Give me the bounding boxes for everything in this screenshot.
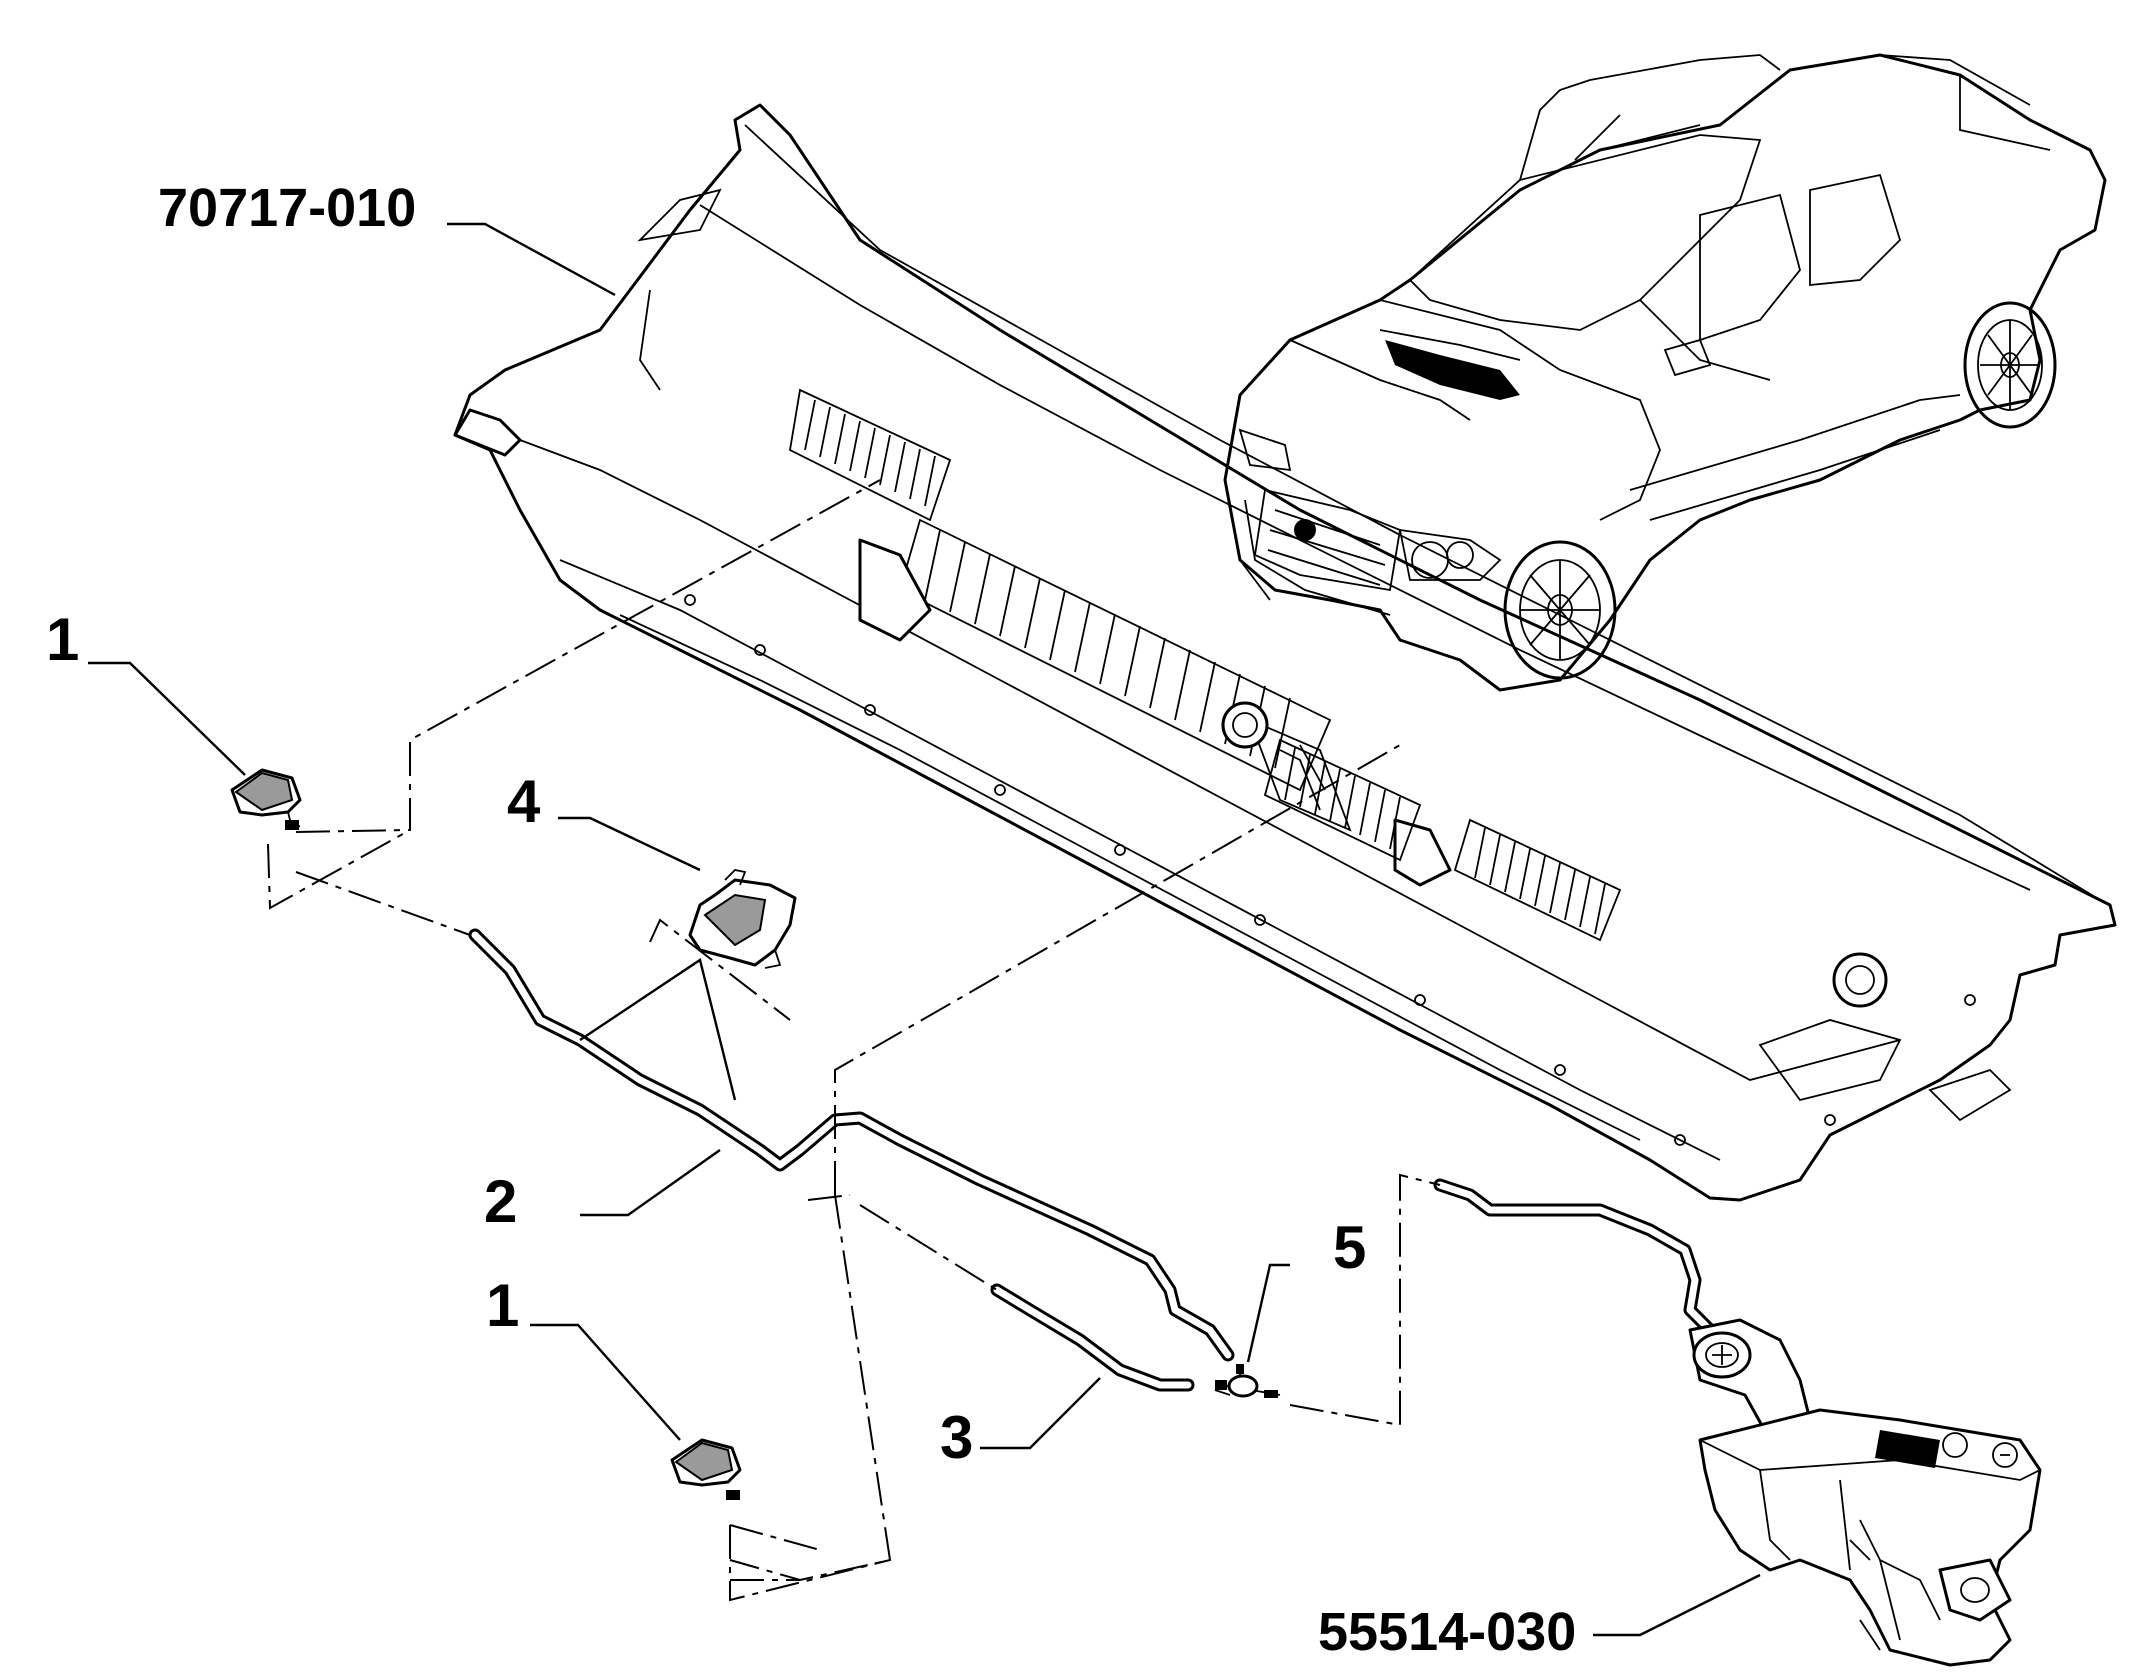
right-grille bbox=[1263, 738, 1622, 942]
label-nozzle-right: 1 bbox=[486, 1272, 519, 1339]
hose-clip bbox=[688, 869, 797, 969]
label-cowl-panel: 70717-010 bbox=[158, 178, 416, 238]
assembly-lines bbox=[267, 479, 1441, 1602]
t-connector bbox=[1214, 1364, 1281, 1398]
washer-reservoir bbox=[1433, 1178, 2042, 1667]
label-connector: 5 bbox=[1333, 1214, 1366, 1281]
label-clip: 4 bbox=[507, 768, 541, 835]
label-nozzle-left: 1 bbox=[46, 606, 79, 673]
washer-hose-long bbox=[468, 928, 1235, 1362]
label-hose-long: 2 bbox=[484, 1168, 517, 1235]
label-hose-short: 3 bbox=[940, 1404, 973, 1471]
mount-holes bbox=[684, 594, 1976, 1146]
label-reservoir: 55514-030 bbox=[1318, 1602, 1576, 1662]
washer-nozzle-left bbox=[230, 768, 302, 830]
vehicle-locator-illustration bbox=[1223, 53, 2107, 692]
left-grille bbox=[789, 388, 952, 522]
washer-hose-short bbox=[990, 1283, 1195, 1392]
callout-leaders bbox=[88, 222, 1761, 1637]
cowl-panel bbox=[453, 103, 2117, 1202]
washer-nozzle-right bbox=[670, 1438, 742, 1500]
